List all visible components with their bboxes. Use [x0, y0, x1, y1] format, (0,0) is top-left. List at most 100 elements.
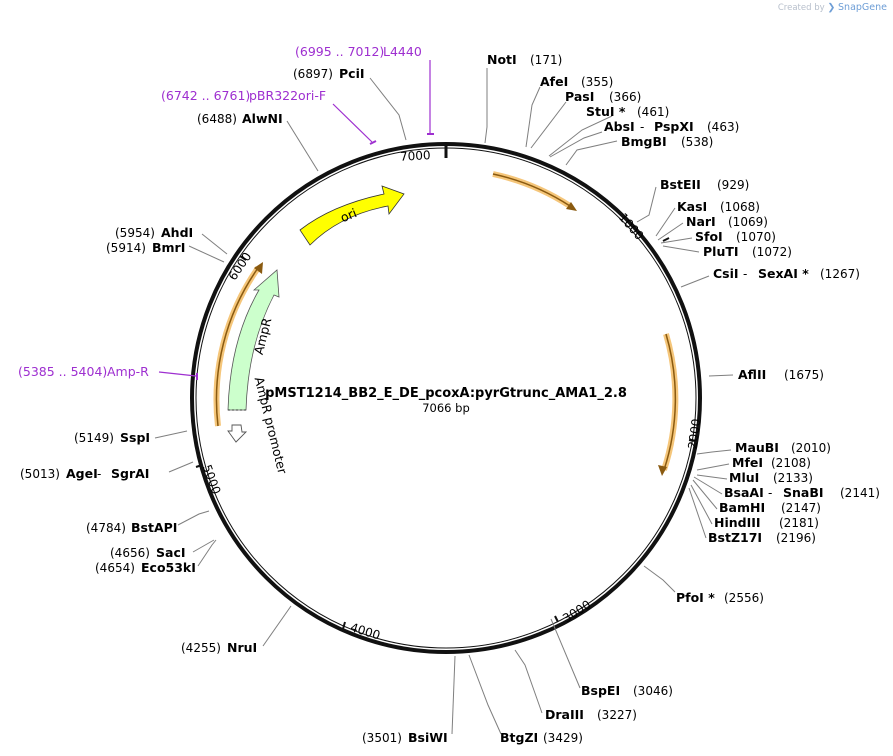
- enzyme-name: BstAPI: [131, 520, 177, 535]
- enzyme-name: BsiWI: [408, 730, 448, 745]
- highlight-arc-2-core: [663, 333, 677, 471]
- enzyme-bstz17i[interactable]: BstZ17I (2196): [708, 530, 816, 545]
- leader-pfoi: [643, 565, 676, 593]
- enzyme-nari[interactable]: NarI (1069): [686, 214, 768, 229]
- enzyme-stui[interactable]: StuI * (461): [586, 104, 669, 119]
- enzyme-name: MfeI: [732, 455, 763, 470]
- primer-amp-r[interactable]: (5385 .. 5404) Amp-R: [18, 364, 198, 380]
- enzyme-bspei[interactable]: BspEI (3046): [581, 683, 673, 698]
- tick-mark-4000: [342, 621, 346, 630]
- leader-bsiwi: [451, 655, 456, 735]
- leader-agei: [168, 461, 194, 473]
- enzyme-sspi[interactable]: (5149) SspI: [74, 430, 150, 445]
- enzyme-hindiii[interactable]: HindIII (2181): [714, 515, 819, 530]
- primer-pbr322ori-f[interactable]: (6742 .. 6761) pBR322ori-F: [161, 88, 377, 145]
- snapgene-logo-icon: ❯: [827, 2, 836, 13]
- enzyme-position: (4654): [95, 561, 135, 575]
- enzyme-position: (5013): [20, 467, 60, 481]
- ampr-promoter-arrow-shape: [227, 424, 248, 443]
- enzyme-maubi[interactable]: MauBI (2010): [735, 440, 831, 455]
- enzyme-name: AflII: [738, 367, 766, 382]
- enzyme-leader-lines: [154, 68, 734, 735]
- plasmid-size: 7066 bp: [422, 401, 470, 415]
- enzyme-aflii[interactable]: AflII (1675): [738, 367, 824, 382]
- tick-mark-3000: [554, 615, 559, 623]
- enzyme-bsaai-snabi[interactable]: BsaAI - SnaBI (2141): [724, 485, 880, 500]
- enzyme-name: AfeI: [540, 74, 568, 89]
- leader-pasi: [530, 101, 567, 149]
- enzyme-name: BmgBI: [621, 134, 667, 149]
- enzyme-position: (6897): [293, 67, 333, 81]
- enzyme-separator: -: [97, 467, 101, 481]
- enzyme-draiii[interactable]: DraIII (3227): [545, 707, 637, 722]
- tick-mark-5000: [195, 464, 203, 468]
- enzyme-position: (366): [609, 90, 641, 104]
- enzyme-position: (5914): [106, 241, 146, 255]
- enzyme-position: (1068): [720, 200, 760, 214]
- enzyme-alwni[interactable]: (6488) AlwNI: [197, 111, 283, 126]
- enzyme-name-2: PspXI: [654, 119, 694, 134]
- leader-alwni: [286, 120, 319, 172]
- enzyme-bamhi[interactable]: BamHI (2147): [719, 500, 821, 515]
- leader-eco53ki: [197, 539, 217, 567]
- primer-pbr322ori-f-mark: [369, 140, 377, 145]
- enzyme-name: BstZ17I: [708, 530, 762, 545]
- enzyme-name: NruI: [227, 640, 257, 655]
- created-by-text: Created by: [777, 3, 825, 13]
- highlight-arc-3-arrowhead: [254, 262, 263, 274]
- enzyme-position: (5149): [74, 431, 114, 445]
- enzyme-bsteii[interactable]: BstEII (929): [660, 177, 749, 192]
- enzyme-bsiwi[interactable]: (3501) BsiWI: [362, 730, 448, 745]
- enzyme-csii-sexai[interactable]: CsiI - SexAI * (1267): [713, 266, 860, 281]
- enzyme-pfoi[interactable]: PfoI * (2556): [676, 590, 764, 605]
- primer-amp-r-range: (5385 .. 5404): [18, 364, 107, 379]
- enzyme-ahdi[interactable]: (5954) AhdI: [115, 225, 193, 240]
- enzyme-saci[interactable]: (4656) SacI: [110, 545, 186, 560]
- enzyme-agei-sgrai[interactable]: (5013) AgeI - SgrAI: [20, 466, 149, 481]
- leader-ahdi: [201, 233, 228, 255]
- leader-mfei: [696, 463, 730, 471]
- enzyme-name: PciI: [339, 66, 365, 81]
- enzyme-absi-pspxi[interactable]: AbsI - PspXI (463): [604, 119, 739, 134]
- enzyme-mfei[interactable]: MfeI (2108): [732, 455, 811, 470]
- enzyme-sfoi[interactable]: SfoI (1070): [695, 229, 776, 244]
- enzyme-name: PluTI: [703, 244, 739, 259]
- highlight-arc-2-arrowhead: [658, 465, 667, 476]
- enzyme-position: (1070): [736, 230, 776, 244]
- enzyme-name: MauBI: [735, 440, 779, 455]
- feature-ori[interactable]: ori: [299, 185, 405, 246]
- tick-mark-1000: [662, 237, 670, 242]
- enzyme-separator: -: [768, 486, 772, 500]
- enzyme-name: AbsI: [604, 119, 635, 134]
- leader-hindiii: [690, 484, 713, 525]
- enzyme-position: (1072): [752, 245, 792, 259]
- enzyme-pluti[interactable]: PluTI (1072): [703, 244, 792, 259]
- enzyme-name: PasI: [565, 89, 594, 104]
- enzyme-pasi[interactable]: PasI (366): [565, 89, 641, 104]
- enzyme-afei[interactable]: AfeI (355): [540, 74, 613, 89]
- enzyme-kasi[interactable]: KasI (1068): [677, 199, 760, 214]
- enzyme-btgzi[interactable]: BtgZI (3429): [500, 730, 583, 745]
- enzyme-bstapi[interactable]: (4784) BstAPI: [86, 520, 177, 535]
- enzyme-position: (6488): [197, 112, 237, 126]
- enzyme-position: (463): [707, 120, 739, 134]
- enzyme-nrui[interactable]: (4255) NruI: [181, 640, 257, 655]
- enzyme-name: MluI: [729, 470, 759, 485]
- enzyme-name-2: SnaBI: [783, 485, 824, 500]
- enzyme-position: (2141): [840, 486, 880, 500]
- leader-stui: [548, 115, 613, 157]
- enzyme-labels: NotI (171) AfeI (355) PasI (366) StuI * …: [20, 52, 880, 745]
- enzyme-name: StuI *: [586, 104, 626, 119]
- enzyme-mlui[interactable]: MluI (2133): [729, 470, 813, 485]
- enzyme-eco53ki[interactable]: (4654) Eco53kI: [95, 560, 196, 575]
- primer-l4440[interactable]: (6995 .. 7012) L4440: [295, 44, 434, 135]
- enzyme-name: BtgZI: [500, 730, 538, 745]
- enzyme-name: CsiI: [713, 266, 739, 281]
- enzyme-bmgbi[interactable]: BmgBI (538): [621, 134, 713, 149]
- enzyme-bmri[interactable]: (5914) BmrI: [106, 240, 185, 255]
- enzyme-pcii[interactable]: (6897) PciI: [293, 66, 365, 81]
- tick-mark-6000: [239, 255, 247, 261]
- leader-pluti: [662, 245, 700, 253]
- enzyme-noti[interactable]: NotI (171): [487, 52, 562, 67]
- enzyme-position: (538): [681, 135, 713, 149]
